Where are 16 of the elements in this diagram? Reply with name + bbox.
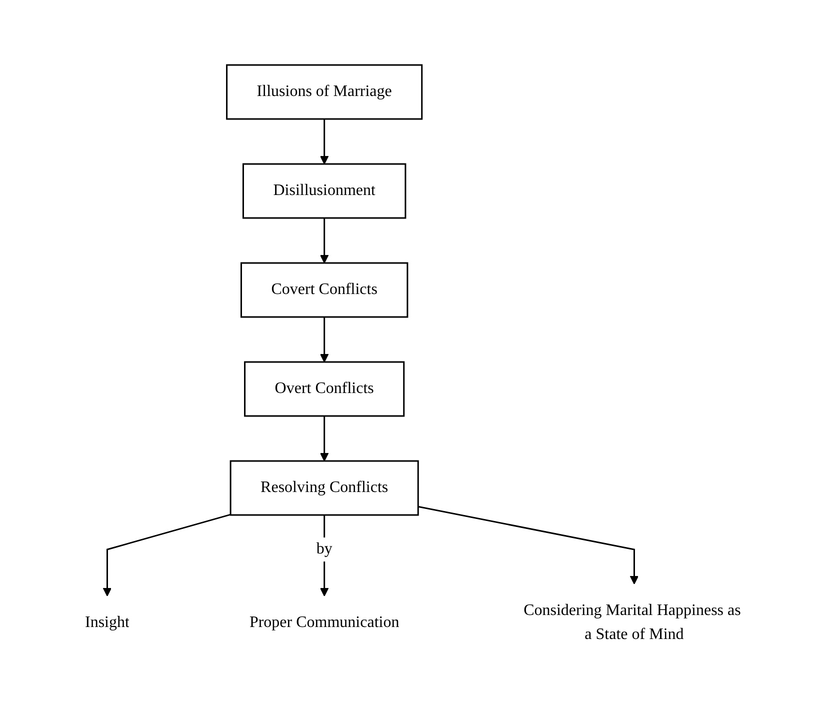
node-text: Insight [85, 614, 130, 630]
arrow [320, 118, 330, 164]
node-box: Overt Conflicts [244, 360, 406, 416]
node-text: Considering Marital Happiness as a State of Mind [524, 602, 742, 642]
arrow [320, 316, 330, 362]
arrow [320, 416, 330, 461]
edge-label: by [316, 540, 333, 557]
arrow [320, 514, 330, 596]
arrow [320, 218, 330, 263]
arrow [103, 513, 232, 596]
node-box: Resolving Conflicts [230, 460, 420, 516]
arrow [418, 505, 639, 584]
node-box: Disillusionment [242, 162, 407, 218]
node-box: Illusions of Marriage [226, 64, 424, 120]
node-box: Covert Conflicts [240, 262, 409, 318]
node-text: Proper Communication [250, 614, 400, 630]
